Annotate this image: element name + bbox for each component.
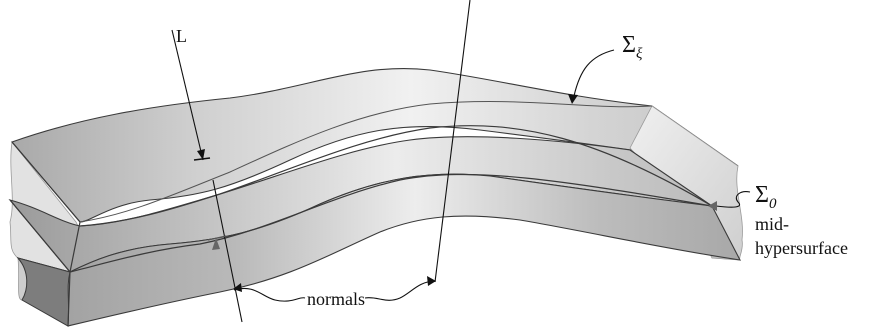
label-sigma-xi: Σξ: [622, 32, 643, 62]
mid-edge-line: [69, 173, 713, 273]
label-l: L: [176, 26, 187, 46]
sigma-xi-pointer: [573, 49, 615, 97]
normals-pointer-right: [364, 280, 435, 301]
normals-pointer-left: [233, 288, 306, 302]
sigma-0-pointer-arrow: [708, 201, 717, 211]
label-mid-line2: hypersurface: [755, 238, 848, 258]
normal-left-arrowhead: [212, 238, 220, 250]
normals-pointer-right-arrow: [427, 276, 436, 286]
inner-curve-1: [79, 101, 653, 223]
label-mid-line1: mid-: [755, 214, 789, 234]
sigma-xi-pointer-arrow: [568, 94, 578, 104]
normal-line-right: [434, 0, 471, 283]
mid-upper-line: [79, 125, 713, 227]
front-lower-face: [16, 173, 741, 327]
normal-line-left: [212, 179, 243, 323]
left-edge-upper: [11, 141, 81, 273]
line-l-tick: [193, 157, 211, 161]
left-edge-lower: [9, 199, 71, 327]
sigma-0-pointer: [715, 191, 751, 208]
normal-left-tick: [207, 235, 227, 241]
label-normals: normals: [307, 289, 365, 309]
label-sigma-0: Σ0: [755, 182, 777, 212]
normals-pointer-left-arrow: [233, 283, 242, 292]
line-l-arrowhead: [197, 149, 205, 160]
line-l: [171, 29, 204, 161]
